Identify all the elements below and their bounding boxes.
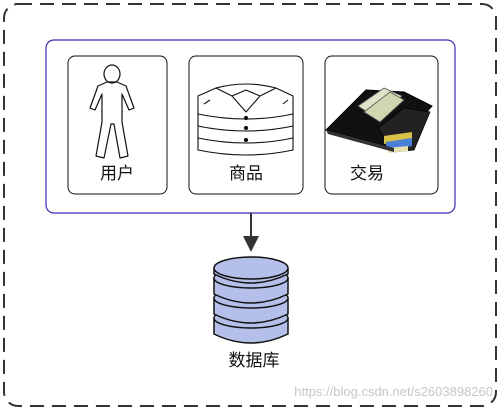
card-goods-label: 商品 [229, 164, 263, 184]
card-goods: 商品 [188, 55, 304, 195]
person-outline-icon [89, 64, 135, 159]
database-cylinder-icon [213, 256, 289, 344]
card-transaction-label: 交易 [350, 164, 384, 184]
database-label: 数据库 [229, 351, 280, 371]
wallet-icon [325, 87, 433, 153]
folded-shirts-icon [197, 83, 294, 156]
card-user-label: 用户 [100, 164, 134, 184]
card-user: 用户 [67, 55, 168, 195]
card-transaction: 交易 [324, 55, 439, 195]
watermark-text: https://blog.csdn.net/s2603898260 [294, 384, 493, 399]
